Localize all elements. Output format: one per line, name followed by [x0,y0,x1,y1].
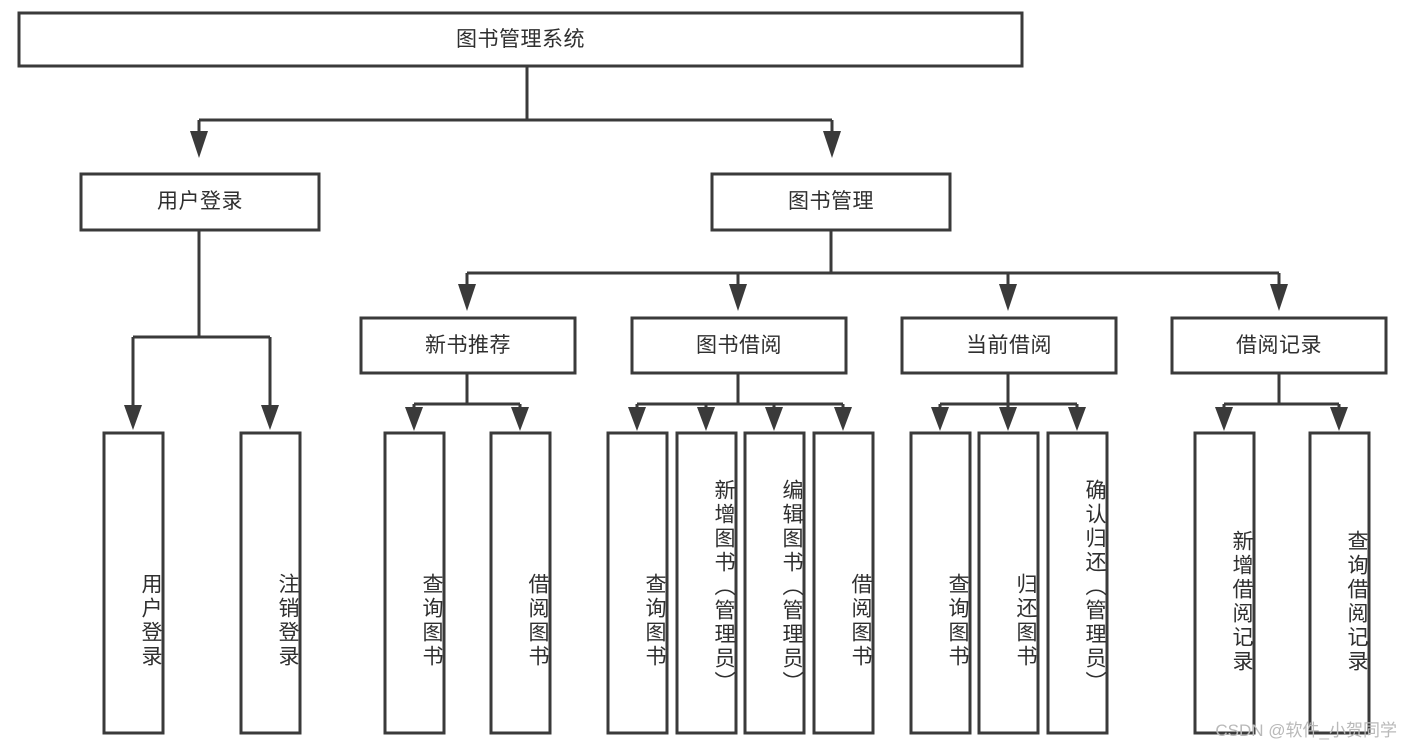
node-box-leaf-query-book-1[interactable] [383,431,446,735]
node-box-leaf-borrow-book-2[interactable] [812,431,875,735]
node-box-leaf-user-login[interactable] [102,431,165,735]
node-box-leaf-query-book-3[interactable] [909,431,972,735]
arrowhead-leaf-query-record [1330,407,1348,431]
arrowhead-leaf-edit-book [765,407,783,431]
node-box-new-book-recommend[interactable] [359,316,577,375]
arrowhead-book-management [823,131,841,158]
arrowhead-leaf-query-book-3 [931,407,949,431]
node-box-root[interactable] [17,11,1024,68]
node-box-book-borrow[interactable] [630,316,848,375]
arrowhead-user-login [190,131,208,158]
arrowhead-leaf-confirm-return [1068,407,1086,431]
arrowhead-leaf-query-book-1 [405,407,423,431]
node-box-leaf-query-book-2[interactable] [606,431,669,735]
node-box-current-borrow[interactable] [900,316,1118,375]
node-box-leaf-add-record[interactable] [1193,431,1256,735]
node-box-leaf-logout-login[interactable] [239,431,302,735]
arrowhead-leaf-add-book [697,407,715,431]
node-box-book-management[interactable] [710,172,952,232]
node-box-leaf-return-book[interactable] [977,431,1040,735]
arrowhead-leaf-user-login [124,405,142,430]
arrowhead-leaf-return-book [999,407,1017,431]
arrowhead-book-borrow [729,284,747,311]
arrowhead-new-book-recommend [458,284,476,311]
node-box-leaf-edit-book[interactable] [743,431,806,735]
node-box-leaf-add-book[interactable] [675,431,738,735]
node-box-leaf-query-record[interactable] [1308,431,1371,735]
arrowhead-leaf-logout-login [261,405,279,430]
arrowhead-leaf-borrow-book-1 [511,407,529,431]
arrowhead-current-borrow [999,284,1017,311]
node-box-borrow-record[interactable] [1170,316,1388,375]
arrowhead-borrow-record [1270,284,1288,311]
node-box-leaf-confirm-return[interactable] [1046,431,1109,735]
csdn-watermark: CSDN @软件_小贺同学 [1215,721,1397,740]
arrowhead-leaf-query-book-2 [628,407,646,431]
arrowhead-leaf-borrow-book-2 [834,407,852,431]
node-box-user-login[interactable] [79,172,321,232]
node-box-leaf-borrow-book-1[interactable] [489,431,552,735]
arrowhead-leaf-add-record [1215,407,1233,431]
